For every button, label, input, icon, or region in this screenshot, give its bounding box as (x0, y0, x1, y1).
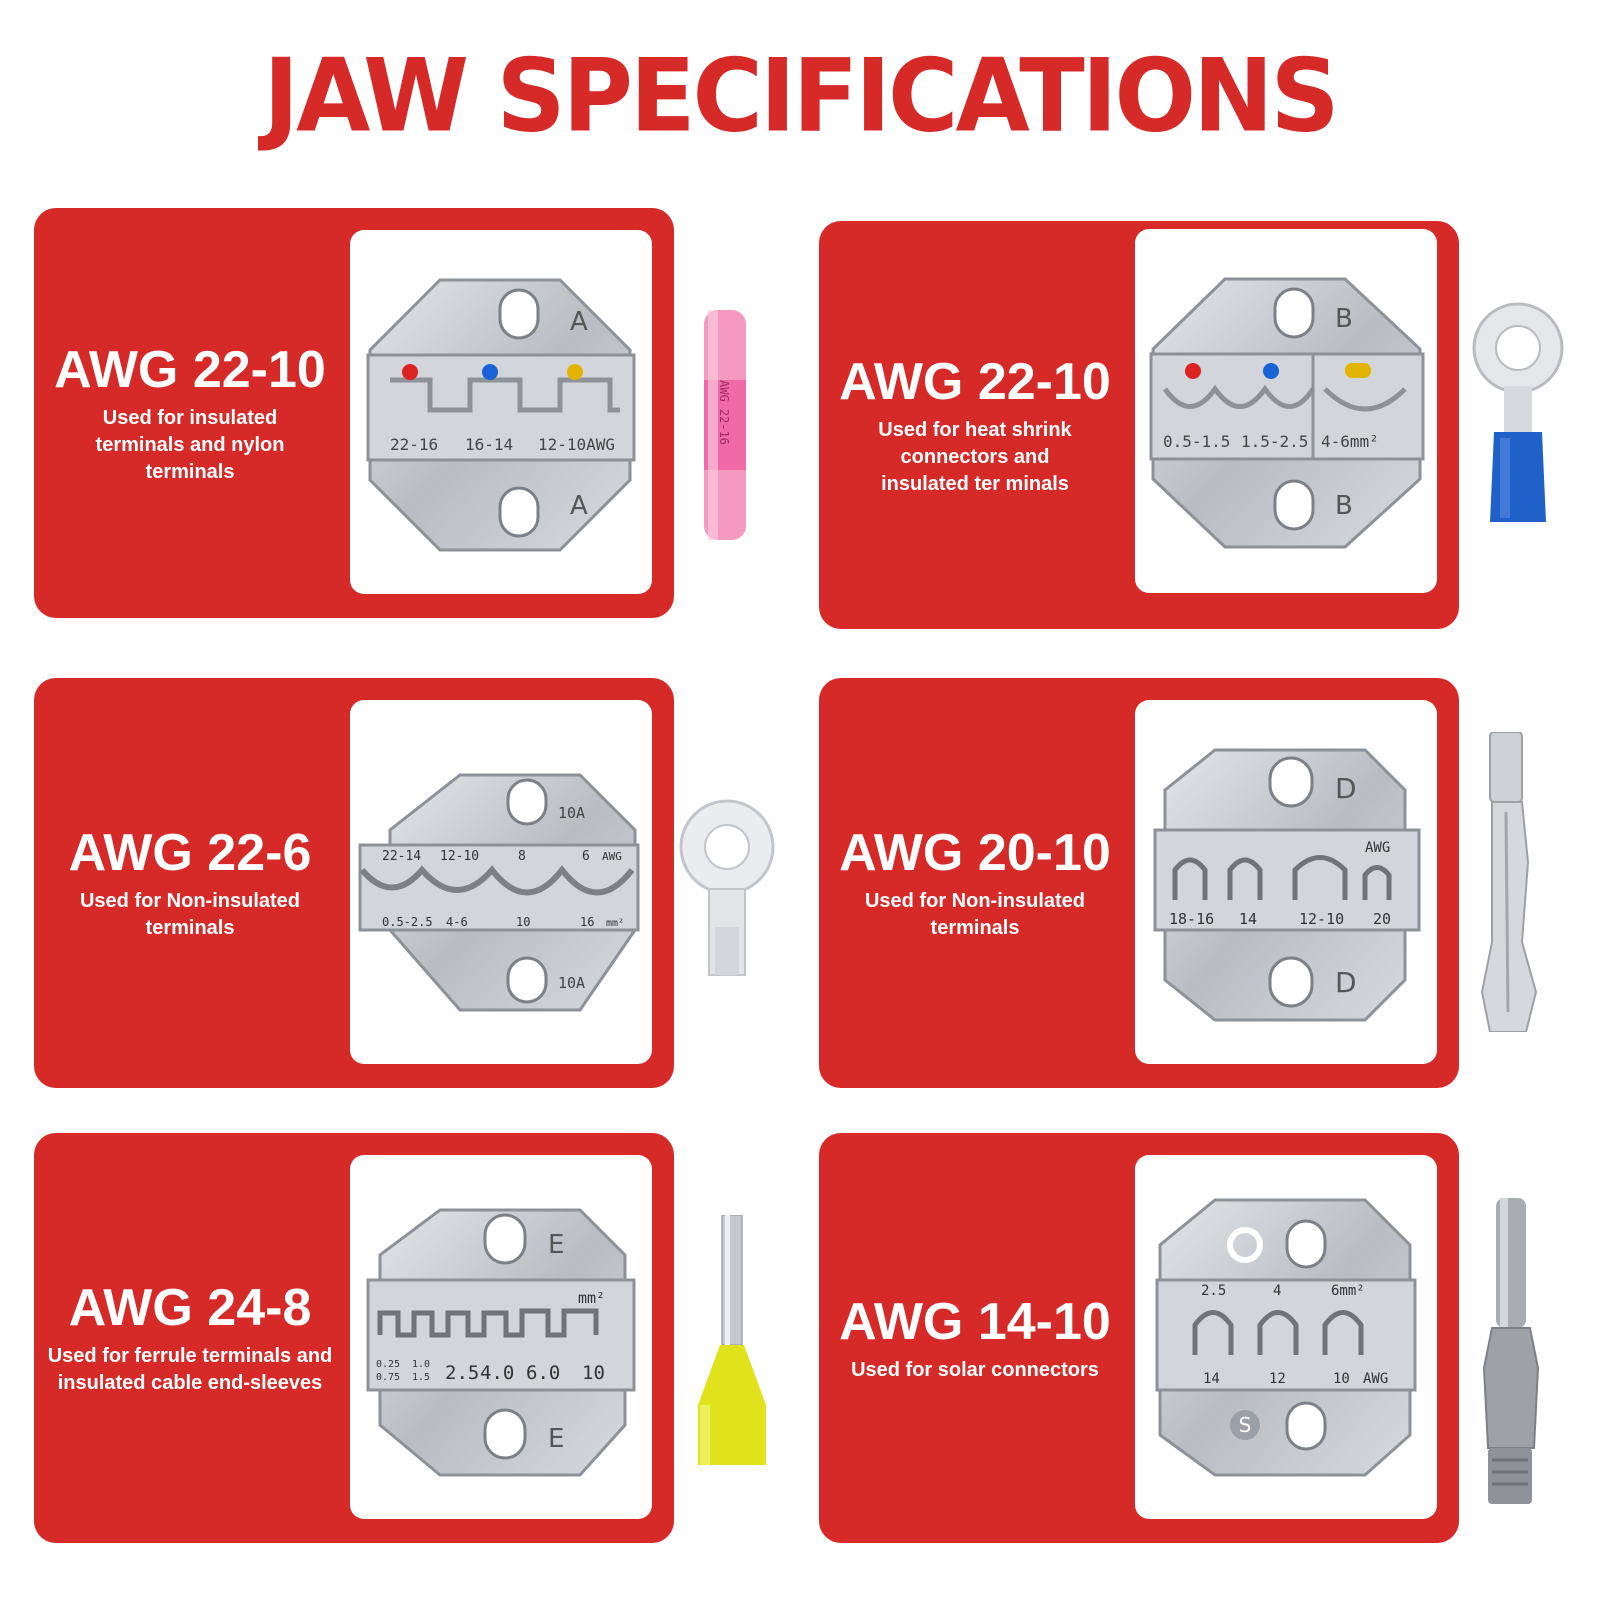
jaw-size-label: 1.0 (412, 1359, 430, 1370)
jaw-size-label: 1.5-2.5 (1241, 432, 1308, 451)
card-text: AWG 22-6 Used for Non-insulated terminal… (34, 678, 346, 1088)
jaw-size-label: 12-10 (1299, 910, 1344, 928)
jaw-size-label: 16 (580, 915, 594, 929)
jaw-size-label: 4-6 (446, 915, 468, 929)
awg-range: AWG 14-10 (839, 1292, 1111, 1351)
jaw-letter-top: E (548, 1230, 564, 1260)
jaw-size-label: 18-16 (1169, 910, 1214, 928)
card-description: Used for Non-insulated terminals (864, 890, 1085, 939)
jaw-size-label: 4.0 (480, 1362, 514, 1384)
jaw-letter-top: 10A (558, 804, 585, 822)
jaw-size-label: 0.75 (376, 1372, 400, 1383)
jaw-letter-bottom: D (1335, 966, 1357, 999)
jaw-letter-top: B (1335, 304, 1353, 334)
jaw-size-label: 20 (1373, 910, 1391, 928)
page-title: JAW SPECIFICATIONS (263, 37, 1339, 155)
jaw-size-label: 22-14 (382, 849, 421, 864)
awg-range: AWG 20-10 (839, 824, 1111, 882)
jaw-image-b: B B 0.5-1.5 1.5-2.5 4-6mm² (1135, 229, 1437, 593)
jaw-size-label: 12 (1269, 1371, 1286, 1387)
jaw-letter-bottom: A (570, 491, 588, 521)
card-description: Used for Non-insulated terminals (79, 890, 300, 939)
jaw-letter-bottom: B (1335, 491, 1353, 521)
card-description: Used for ferrule terminals and insulated… (47, 1345, 333, 1394)
jaw-letter-top: A (570, 307, 588, 337)
jaw-card-s: AWG 14-10 Used for solar connectors S 2.… (819, 1133, 1459, 1543)
card-text: AWG 22-10 Used for heat shrink connector… (819, 221, 1131, 629)
jaw-image-10a: 10A 10A 22-14 12-10 8 6 AWG 0.5-2.5 4-6 … (350, 700, 652, 1064)
card-description: Used for solar connectors (851, 1358, 1099, 1381)
card-text: AWG 20-10 Used for Non-insulated termina… (819, 678, 1131, 1088)
ferrule-image (692, 1215, 772, 1465)
non-insulated-ring-terminal-image (677, 797, 777, 977)
jaw-card-b: AWG 22-10 Used for heat shrink connector… (819, 221, 1459, 629)
jaw-image-e: E E mm² 0.25 0.75 1.0 1.5 2.5 4.0 6.0 10 (350, 1155, 652, 1519)
card-description: Used for insulated terminals and nylon t… (95, 406, 285, 483)
jaw-image-s: S 2.5 4 6mm² 14 12 10 AWG (1135, 1155, 1437, 1519)
jaw-size-label: 10 (516, 915, 530, 929)
awg-range: AWG 24-8 (68, 1279, 312, 1337)
jaw-image-a: A A 22-16 16-14 12-10AWG (350, 230, 652, 594)
jaw-size-label: 6mm² (1331, 1283, 1365, 1299)
jaw-size-label: 0.5-1.5 (1163, 432, 1230, 451)
solar-pin-contact-image (1482, 1198, 1552, 1508)
jaw-size-label: 0.5-2.5 (382, 915, 433, 929)
jaw-size-label: 4 (1273, 1283, 1281, 1299)
open-barrel-terminal-image (1478, 732, 1548, 1032)
jaw-size-label: 4-6mm² (1321, 432, 1379, 451)
card-text: AWG 22-10 Used for insulated terminals a… (34, 208, 346, 618)
jaw-size-label: 6.0 (526, 1362, 560, 1384)
awg-range: AWG 22-6 (68, 824, 312, 882)
jaw-letter-top: D (1335, 772, 1357, 805)
jaw-card-a: AWG 22-10 Used for insulated terminals a… (34, 208, 674, 618)
jaw-card-10a: AWG 22-6 Used for Non-insulated terminal… (34, 678, 674, 1088)
jaw-size-label: 2.5 (445, 1362, 479, 1384)
jaw-size-label: 22-16 (390, 435, 438, 454)
jaw-size-label: 10 (1333, 1371, 1350, 1387)
jaw-letter: S (1239, 1413, 1252, 1437)
jaw-letter-bottom: 10A (558, 974, 585, 992)
jaw-size-label: 1.5 (412, 1372, 430, 1383)
awg-range: AWG 22-10 (839, 352, 1111, 411)
jaw-size-label: 12-10AWG (538, 435, 615, 454)
jaw-unit-label: mm² (578, 1289, 605, 1307)
jaw-size-label: 2.5 (1201, 1283, 1226, 1299)
jaw-size-label: 8 (518, 849, 526, 864)
jaw-size-label: 14 (1203, 1371, 1220, 1387)
heat-shrink-connector-image: AWG 22-16 (700, 310, 750, 540)
jaw-unit-label: mm² (606, 918, 624, 929)
jaw-size-label: 6 (582, 849, 590, 864)
card-text: AWG 14-10 Used for solar connectors (819, 1133, 1131, 1543)
jaw-unit-label: AWG (1365, 840, 1390, 856)
jaw-unit-label: AWG (1363, 1371, 1388, 1387)
card-text: AWG 24-8 Used for ferrule terminals and … (34, 1133, 346, 1543)
jaw-image-d: D D AWG 18-16 14 12-10 20 (1135, 700, 1437, 1064)
awg-range: AWG 22-10 (54, 340, 326, 399)
jaw-card-e: AWG 24-8 Used for ferrule terminals and … (34, 1133, 674, 1543)
jaw-size-label: 16-14 (465, 435, 513, 454)
jaw-size-label: 0.25 (376, 1359, 400, 1370)
connector-text: AWG 22-16 (717, 380, 731, 445)
card-description: Used for heat shrink connectors and insu… (878, 418, 1072, 495)
jaw-unit-label: AWG (602, 850, 622, 863)
jaw-size-label: 10 (582, 1362, 605, 1384)
insulated-ring-terminal-image (1468, 298, 1568, 528)
jaw-card-d: AWG 20-10 Used for Non-insulated termina… (819, 678, 1459, 1088)
jaw-size-label: 12-10 (440, 849, 479, 864)
jaw-letter-bottom: E (548, 1424, 564, 1454)
jaw-size-label: 14 (1239, 910, 1257, 928)
